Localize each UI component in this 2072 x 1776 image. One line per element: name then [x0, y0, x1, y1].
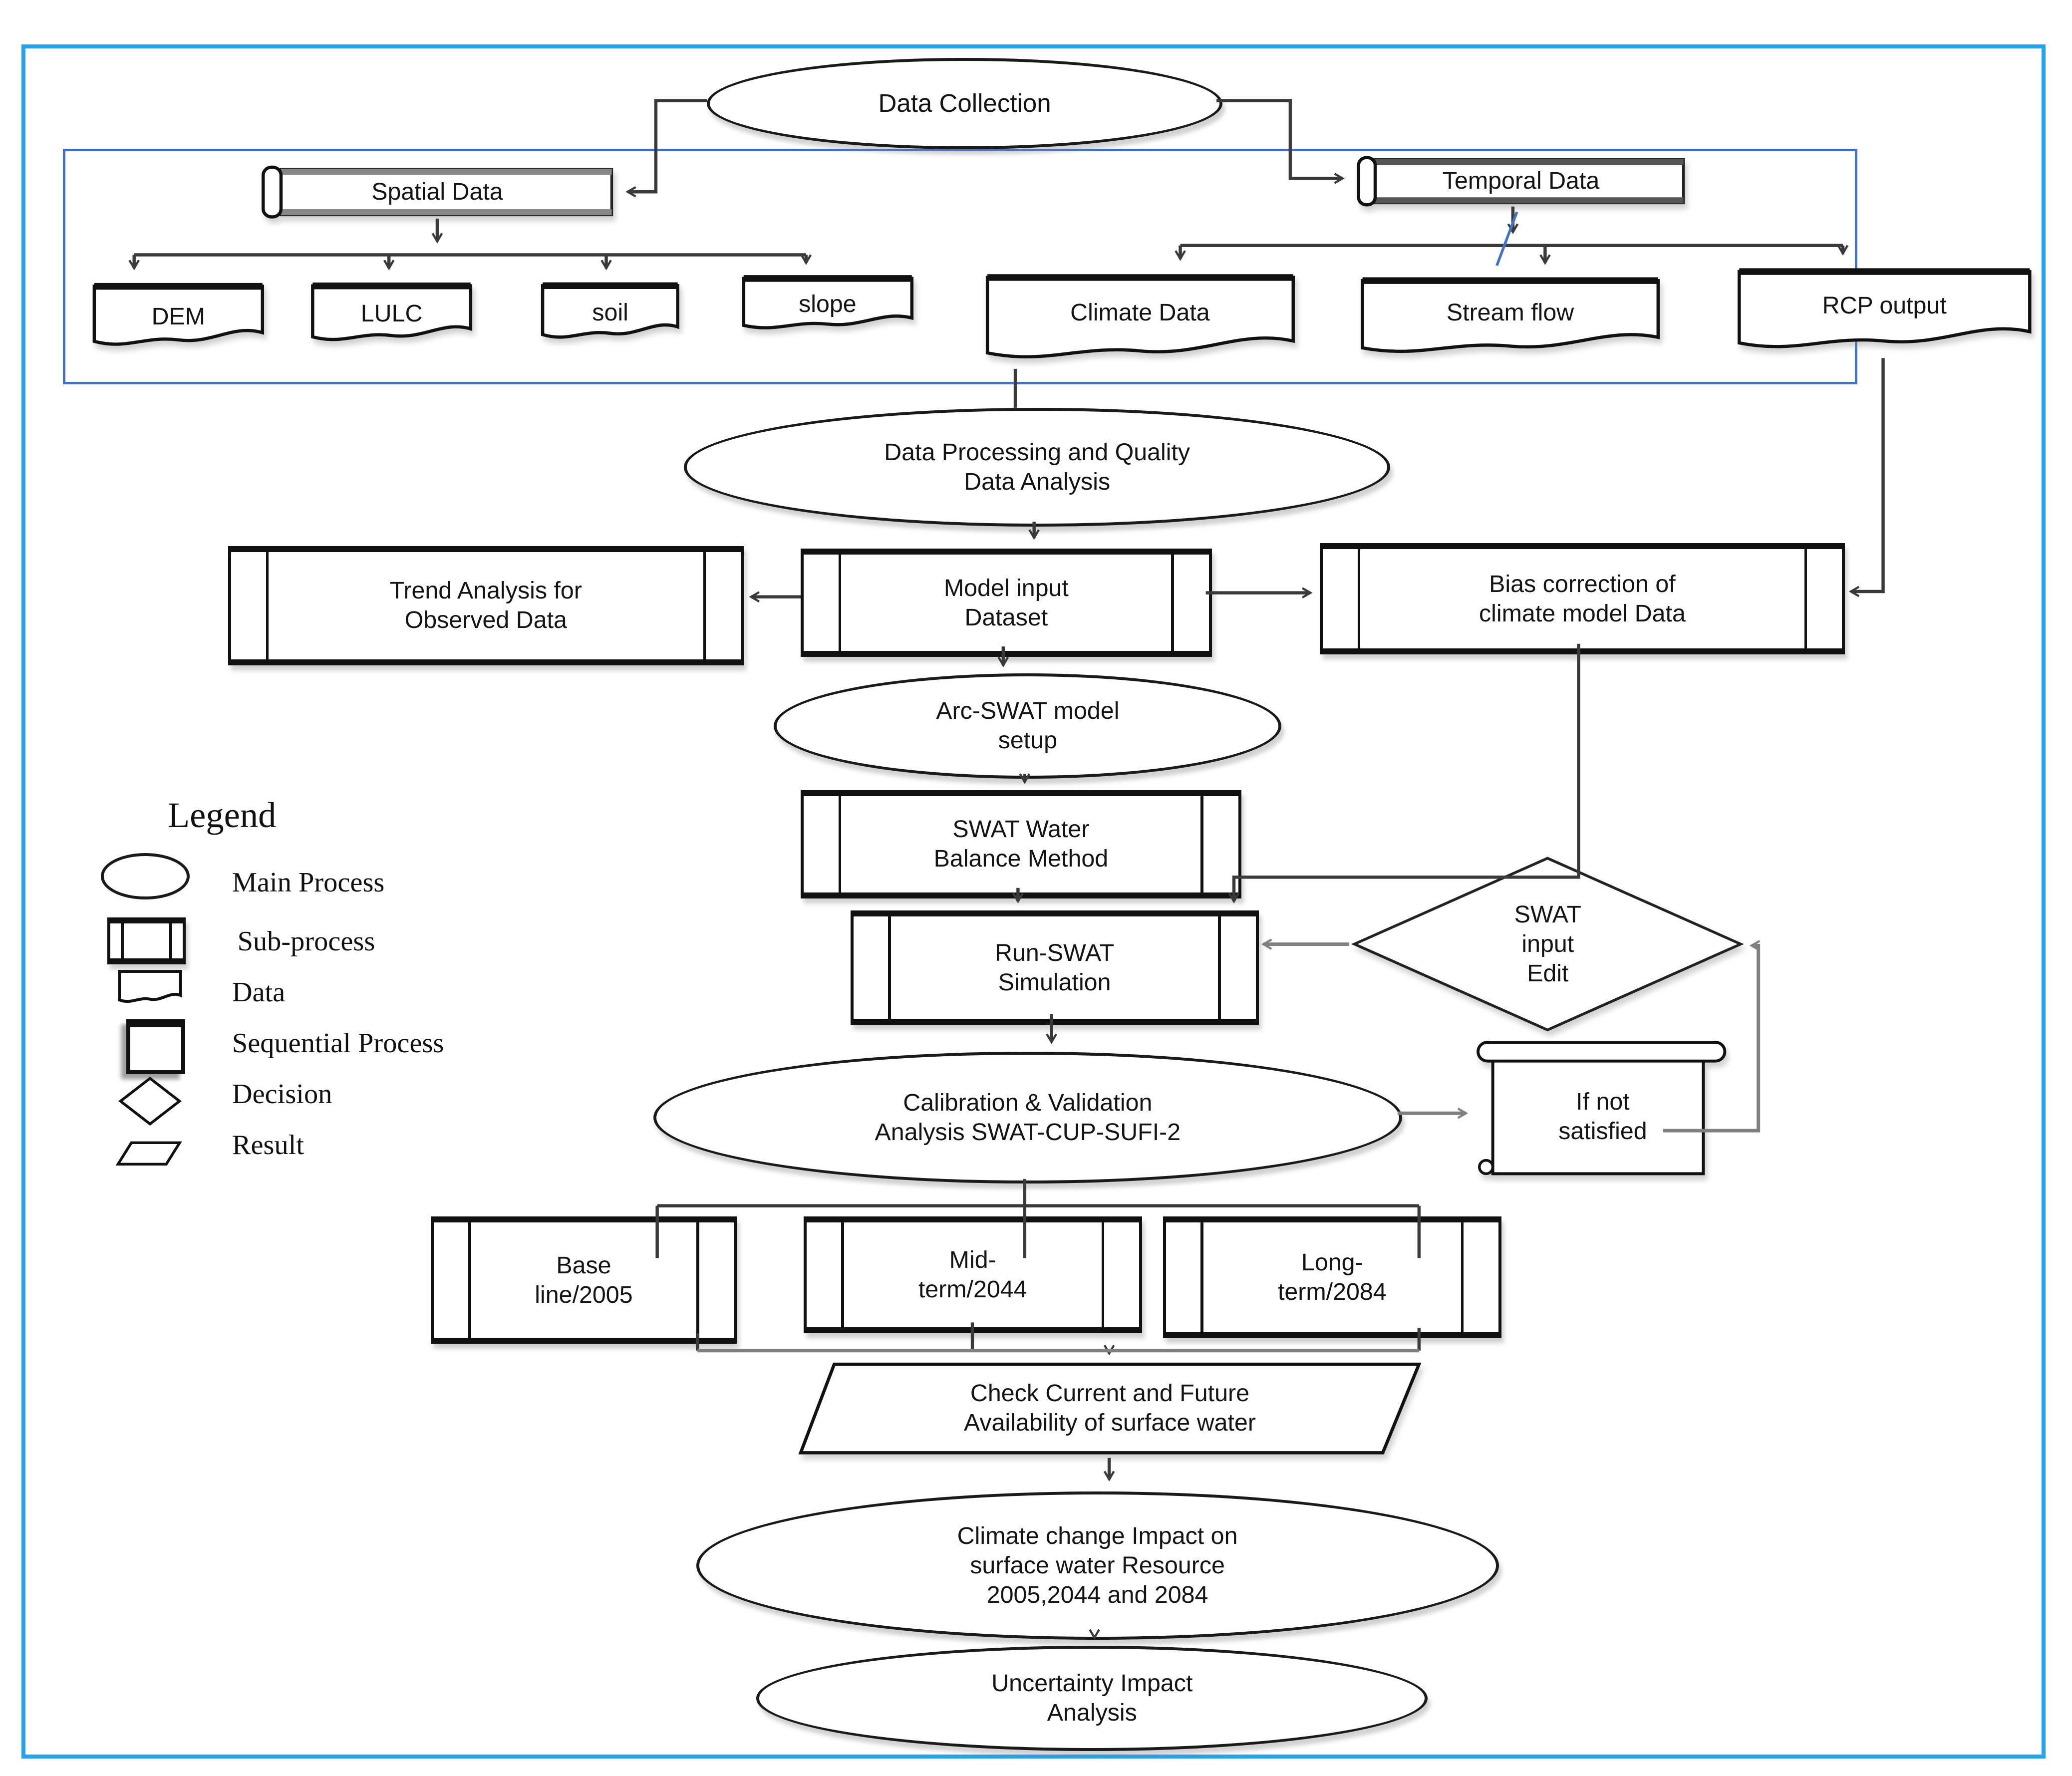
node-model-input-dataset: Model input Dataset — [801, 548, 1212, 657]
node-label: Climate change Impact on surface water R… — [957, 1522, 1238, 1608]
node-data-collection: Data Collection — [707, 57, 1223, 150]
node-label: Bias correction of climate model Data — [1479, 570, 1686, 627]
node-climate-impact: Climate change Impact on surface water R… — [696, 1491, 1499, 1640]
node-spatial-data: Spatial Data — [259, 165, 616, 219]
node-swat-input-edit: SWAT input Edit — [1352, 856, 1744, 1033]
node-label: Run-SWAT Simulation — [995, 939, 1115, 996]
outer-border — [21, 44, 2046, 1759]
legend-sequential-icon — [126, 1019, 185, 1075]
node-bias-correction: Bias correction of climate model Data — [1320, 543, 1845, 655]
data-collection-group-frame — [63, 149, 1857, 385]
subprocess-stripe — [468, 1222, 471, 1338]
subprocess-stripe — [838, 554, 842, 651]
legend-item-label: Sub-process — [237, 926, 375, 957]
node-label: Mid- term/2044 — [918, 1246, 1027, 1303]
document-shape — [308, 281, 475, 347]
subprocess-stripe — [121, 923, 124, 958]
node-label: If not satisfied — [1558, 1088, 1647, 1145]
node-data-processing: Data Processing and Quality Data Analysi… — [684, 407, 1390, 527]
node-climate-data: Climate Data — [979, 270, 1301, 369]
document-shape — [539, 281, 681, 345]
subprocess-stripe — [1171, 554, 1174, 651]
node-swat-water-balance: SWAT Water Balance Method — [801, 790, 1241, 899]
node-soil: soil — [539, 281, 681, 345]
legend-item-label: Result — [232, 1130, 304, 1161]
node-label: Uncertainty Impact Analysis — [991, 1670, 1193, 1727]
node-label: Stream flow — [1446, 298, 1574, 326]
node-label: slope — [799, 291, 857, 318]
node-arc-swat-setup: Arc-SWAT model setup — [774, 673, 1282, 779]
legend-item-label: Main Process — [232, 867, 385, 898]
node-label: DEM — [151, 302, 206, 330]
subprocess-stripe — [841, 1222, 844, 1327]
subprocess-stripe — [703, 552, 706, 659]
node-check-current-availability: Check Current and Future Availability of… — [797, 1360, 1423, 1457]
subprocess-stripe — [1804, 549, 1807, 649]
node-label: Model input Dataset — [943, 574, 1069, 631]
subprocess-stripe — [266, 552, 269, 659]
node-label: Check Current and Future Availability of… — [963, 1380, 1256, 1437]
subprocess-stripe — [1218, 916, 1221, 1019]
document-shape — [979, 270, 1301, 369]
node-run-swat-simulation: Run-SWAT Simulation — [850, 910, 1259, 1025]
node-label: soil — [592, 298, 628, 326]
node-rcp-output: RCP output — [1732, 264, 2038, 358]
legend-diamond-icon — [118, 1076, 182, 1126]
subprocess-stripe — [696, 1222, 699, 1338]
legend-item-label: Decision — [232, 1079, 332, 1110]
node-label: SWAT input Edit — [1514, 901, 1581, 987]
legend-ellipse-icon — [100, 853, 190, 899]
node-temporal-data: Temporal Data — [1355, 156, 1687, 207]
subprocess-stripe — [888, 916, 891, 1019]
document-shape — [1732, 264, 2038, 358]
document-shape — [90, 281, 267, 353]
node-label: Base line/2005 — [535, 1251, 633, 1308]
subprocess-stripe — [1101, 1222, 1105, 1327]
node-label: Calibration & Validation Analysis SWAT-C… — [875, 1089, 1181, 1146]
legend-document-icon — [118, 968, 182, 1006]
node-label: Data Processing and Quality Data Analysi… — [884, 438, 1190, 495]
node-label: Long- term/2084 — [1277, 1249, 1387, 1306]
node-lulc: LULC — [308, 281, 475, 347]
node-label: RCP output — [1822, 292, 1947, 319]
node-calibration-validation: Calibration & Validation Analysis SWAT-C… — [653, 1051, 1403, 1184]
node-label: Climate Data — [1070, 298, 1210, 326]
node-if-not-satisfied: If not satisfied — [1474, 1038, 1732, 1182]
document-shape — [739, 274, 916, 335]
subprocess-stripe — [1357, 549, 1361, 649]
legend-parallelogram-icon — [115, 1141, 182, 1166]
node-label: Temporal Data — [1442, 167, 1600, 195]
node-label: Trend Analysis for Observed Data — [389, 577, 582, 634]
node-long-term-2084: Long- term/2084 — [1163, 1216, 1501, 1339]
node-label: Spatial Data — [371, 178, 503, 205]
subprocess-stripe — [1200, 796, 1203, 893]
document-shape — [1355, 274, 1666, 362]
node-stream-flow: Stream flow — [1355, 274, 1666, 362]
node-base-line-2005: Base line/2005 — [430, 1216, 737, 1344]
subprocess-stripe — [1461, 1222, 1464, 1333]
node-slope: slope — [739, 274, 916, 335]
node-label: Arc-SWAT model setup — [936, 697, 1120, 754]
subprocess-stripe — [838, 796, 842, 893]
node-uncertainty-analysis: Uncertainty Impact Analysis — [756, 1645, 1428, 1751]
subprocess-stripe — [169, 923, 172, 958]
node-label: LULC — [360, 300, 423, 327]
legend-subprocess-icon — [107, 917, 186, 964]
stored-data-shape — [259, 165, 616, 219]
node-dem: DEM — [90, 281, 267, 353]
legend-title: Legend — [167, 794, 277, 835]
parallelogram-shape — [797, 1360, 1423, 1457]
node-label: SWAT Water Balance Method — [933, 816, 1109, 873]
stored-data-shape — [1355, 156, 1687, 207]
legend-item-label: Data — [232, 977, 286, 1008]
node-label: Data Collection — [878, 89, 1051, 118]
legend-item-label: Sequential Process — [232, 1028, 444, 1059]
node-mid-term-2044: Mid- term/2044 — [803, 1216, 1142, 1333]
node-trend-analysis: Trend Analysis for Observed Data — [228, 546, 744, 665]
subprocess-stripe — [1200, 1222, 1203, 1333]
